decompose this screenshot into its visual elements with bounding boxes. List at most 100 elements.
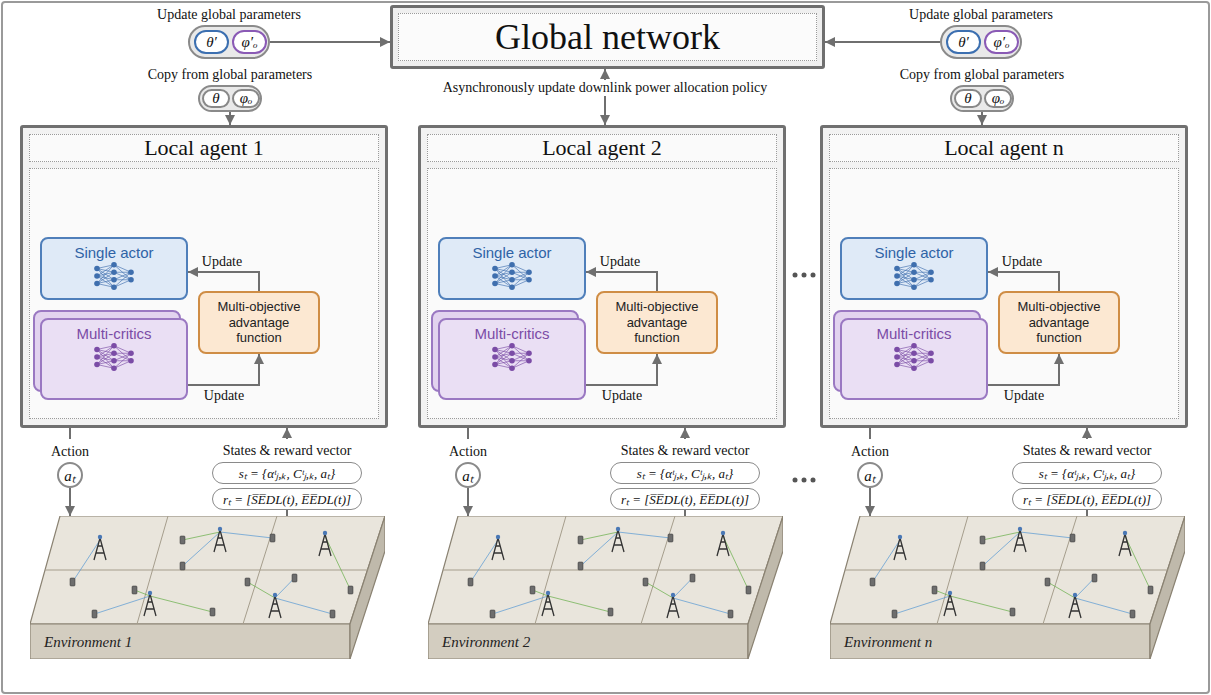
state-formula: sₜ = {αᵗⱼ,ₖ, Cᵗⱼ,ₖ, aₜ} — [239, 464, 336, 482]
base-station-tower — [144, 594, 156, 616]
nn-neuron — [94, 362, 100, 368]
parameter-pill: Update global parametersθ′φ′ₒ — [188, 25, 270, 59]
nn-neuron — [928, 269, 934, 275]
advantage-box: Multi-objective advantage function — [596, 291, 718, 354]
nn-neuron — [111, 277, 117, 283]
action-circle: Actionaₜ — [455, 462, 481, 488]
coverage-link — [183, 532, 221, 540]
coverage-link — [1125, 536, 1151, 590]
base-station-tower — [542, 594, 554, 616]
user-device — [1010, 608, 1015, 616]
reward-pill: rₜ = [S̅E̅DL(t), E̅E̅DL(t)] — [610, 488, 760, 510]
nn-neuron — [111, 284, 117, 290]
parameter-pill: Copy from global parametersθφₒ — [198, 85, 262, 112]
state-pill: States & reward vectorsₜ = {αᵗⱼ,ₖ, Cᵗⱼ,ₖ… — [212, 462, 362, 484]
nn-link — [897, 353, 914, 364]
tower-antenna — [273, 593, 277, 597]
parameter-oval: θ′ — [194, 30, 229, 54]
neural-network-icon — [489, 342, 535, 372]
slab-front — [830, 624, 1150, 659]
user-device — [468, 578, 473, 586]
nn-neuron — [911, 277, 917, 283]
tower-antenna — [1073, 593, 1077, 597]
environment-label: Environment 1 — [44, 634, 132, 651]
nn-neuron — [111, 350, 117, 356]
connector — [69, 428, 71, 439]
coverage-link — [950, 596, 1013, 612]
user-device — [578, 536, 583, 544]
connector — [869, 488, 871, 516]
tower-antenna — [721, 531, 725, 535]
user-device — [608, 608, 613, 616]
coverage-link — [220, 532, 273, 538]
reward-pill: rₜ = [S̅E̅DL(t), E̅E̅DL(t)] — [1012, 488, 1162, 510]
parameter-pill: Copy from global parametersθφₒ — [950, 85, 1014, 112]
user-device — [1092, 574, 1097, 582]
global-network-box: Global network — [390, 5, 825, 69]
user-device — [578, 562, 583, 570]
base-station-tower — [1014, 530, 1026, 552]
nn-neuron — [526, 350, 532, 356]
connector — [286, 428, 288, 439]
user-device — [92, 610, 97, 618]
reward-pill: rₜ = [S̅E̅DL(t), E̅E̅DL(t)] — [212, 488, 362, 510]
local-agent-box: Local agent 1Single actorMulti-criticsMu… — [20, 125, 388, 428]
tower-antenna — [1018, 527, 1022, 531]
tower-antenna — [98, 535, 102, 539]
nn-neuron — [509, 343, 515, 349]
coverage-link — [548, 596, 611, 612]
coverage-link — [646, 582, 674, 598]
reward-formula: rₜ = [S̅E̅DL(t), E̅E̅DL(t)] — [223, 490, 351, 508]
actor-label: Single actor — [472, 244, 551, 261]
nn-neuron — [128, 277, 134, 283]
nn-neuron — [94, 273, 100, 279]
nn-neuron — [894, 354, 900, 360]
coverage-link — [983, 532, 1021, 540]
coverage-link — [150, 596, 213, 612]
nn-neuron — [509, 262, 515, 268]
state-heading: States & reward vector — [1023, 443, 1152, 459]
nn-neuron — [128, 358, 134, 364]
slab-front — [30, 624, 350, 659]
coverage-link — [673, 598, 731, 614]
parameter-symbol: φₒ — [992, 90, 1005, 107]
user-device — [1148, 586, 1153, 594]
critics-label: Multi-critics — [77, 325, 152, 342]
nn-neuron — [94, 347, 100, 353]
action-heading: Action — [51, 444, 89, 460]
environment-label: Environment n — [844, 634, 932, 651]
tower-antenna — [148, 591, 152, 595]
parameter-symbol: φ′ₒ — [994, 34, 1010, 51]
grid-line — [845, 570, 1168, 571]
connector — [69, 488, 71, 516]
local-agent-box: Local agent nSingle actorMulti-criticsMu… — [820, 125, 1188, 428]
parameter-oval: φ′ₒ — [984, 30, 1019, 54]
agent-title: Local agent n — [829, 134, 1179, 162]
pill-heading: Update global parameters — [157, 7, 301, 23]
parameter-oval: θ — [202, 89, 230, 108]
critics-label: Multi-critics — [877, 325, 952, 342]
slab-side — [1150, 516, 1185, 659]
tower-antenna — [898, 535, 902, 539]
action-symbol: aₜ — [462, 465, 474, 485]
user-device — [330, 610, 335, 618]
actor-box: Single actor — [40, 237, 188, 300]
connector-label: Asynchronously update downlink power all… — [440, 80, 771, 96]
connector — [270, 41, 390, 43]
tower-antenna — [948, 591, 952, 595]
connector — [188, 272, 259, 291]
environment-slab: Environment 1 — [30, 516, 385, 659]
local-agent-box: Local agent 2Single actorMulti-criticsMu… — [418, 125, 786, 428]
connector-label: Update — [999, 254, 1045, 270]
user-device — [980, 562, 985, 570]
state-formula: sₜ = {αᵗⱼ,ₖ, Cᵗⱼ,ₖ, aₜ} — [1039, 464, 1136, 482]
nn-neuron — [911, 358, 917, 364]
base-station-tower — [717, 534, 729, 556]
tower-antenna — [546, 591, 550, 595]
parameter-pill: Update global parametersθ′φ′ₒ — [940, 25, 1022, 59]
user-device — [490, 610, 495, 618]
slab-front — [428, 624, 748, 659]
user-device — [668, 534, 673, 542]
user-device — [180, 562, 185, 570]
